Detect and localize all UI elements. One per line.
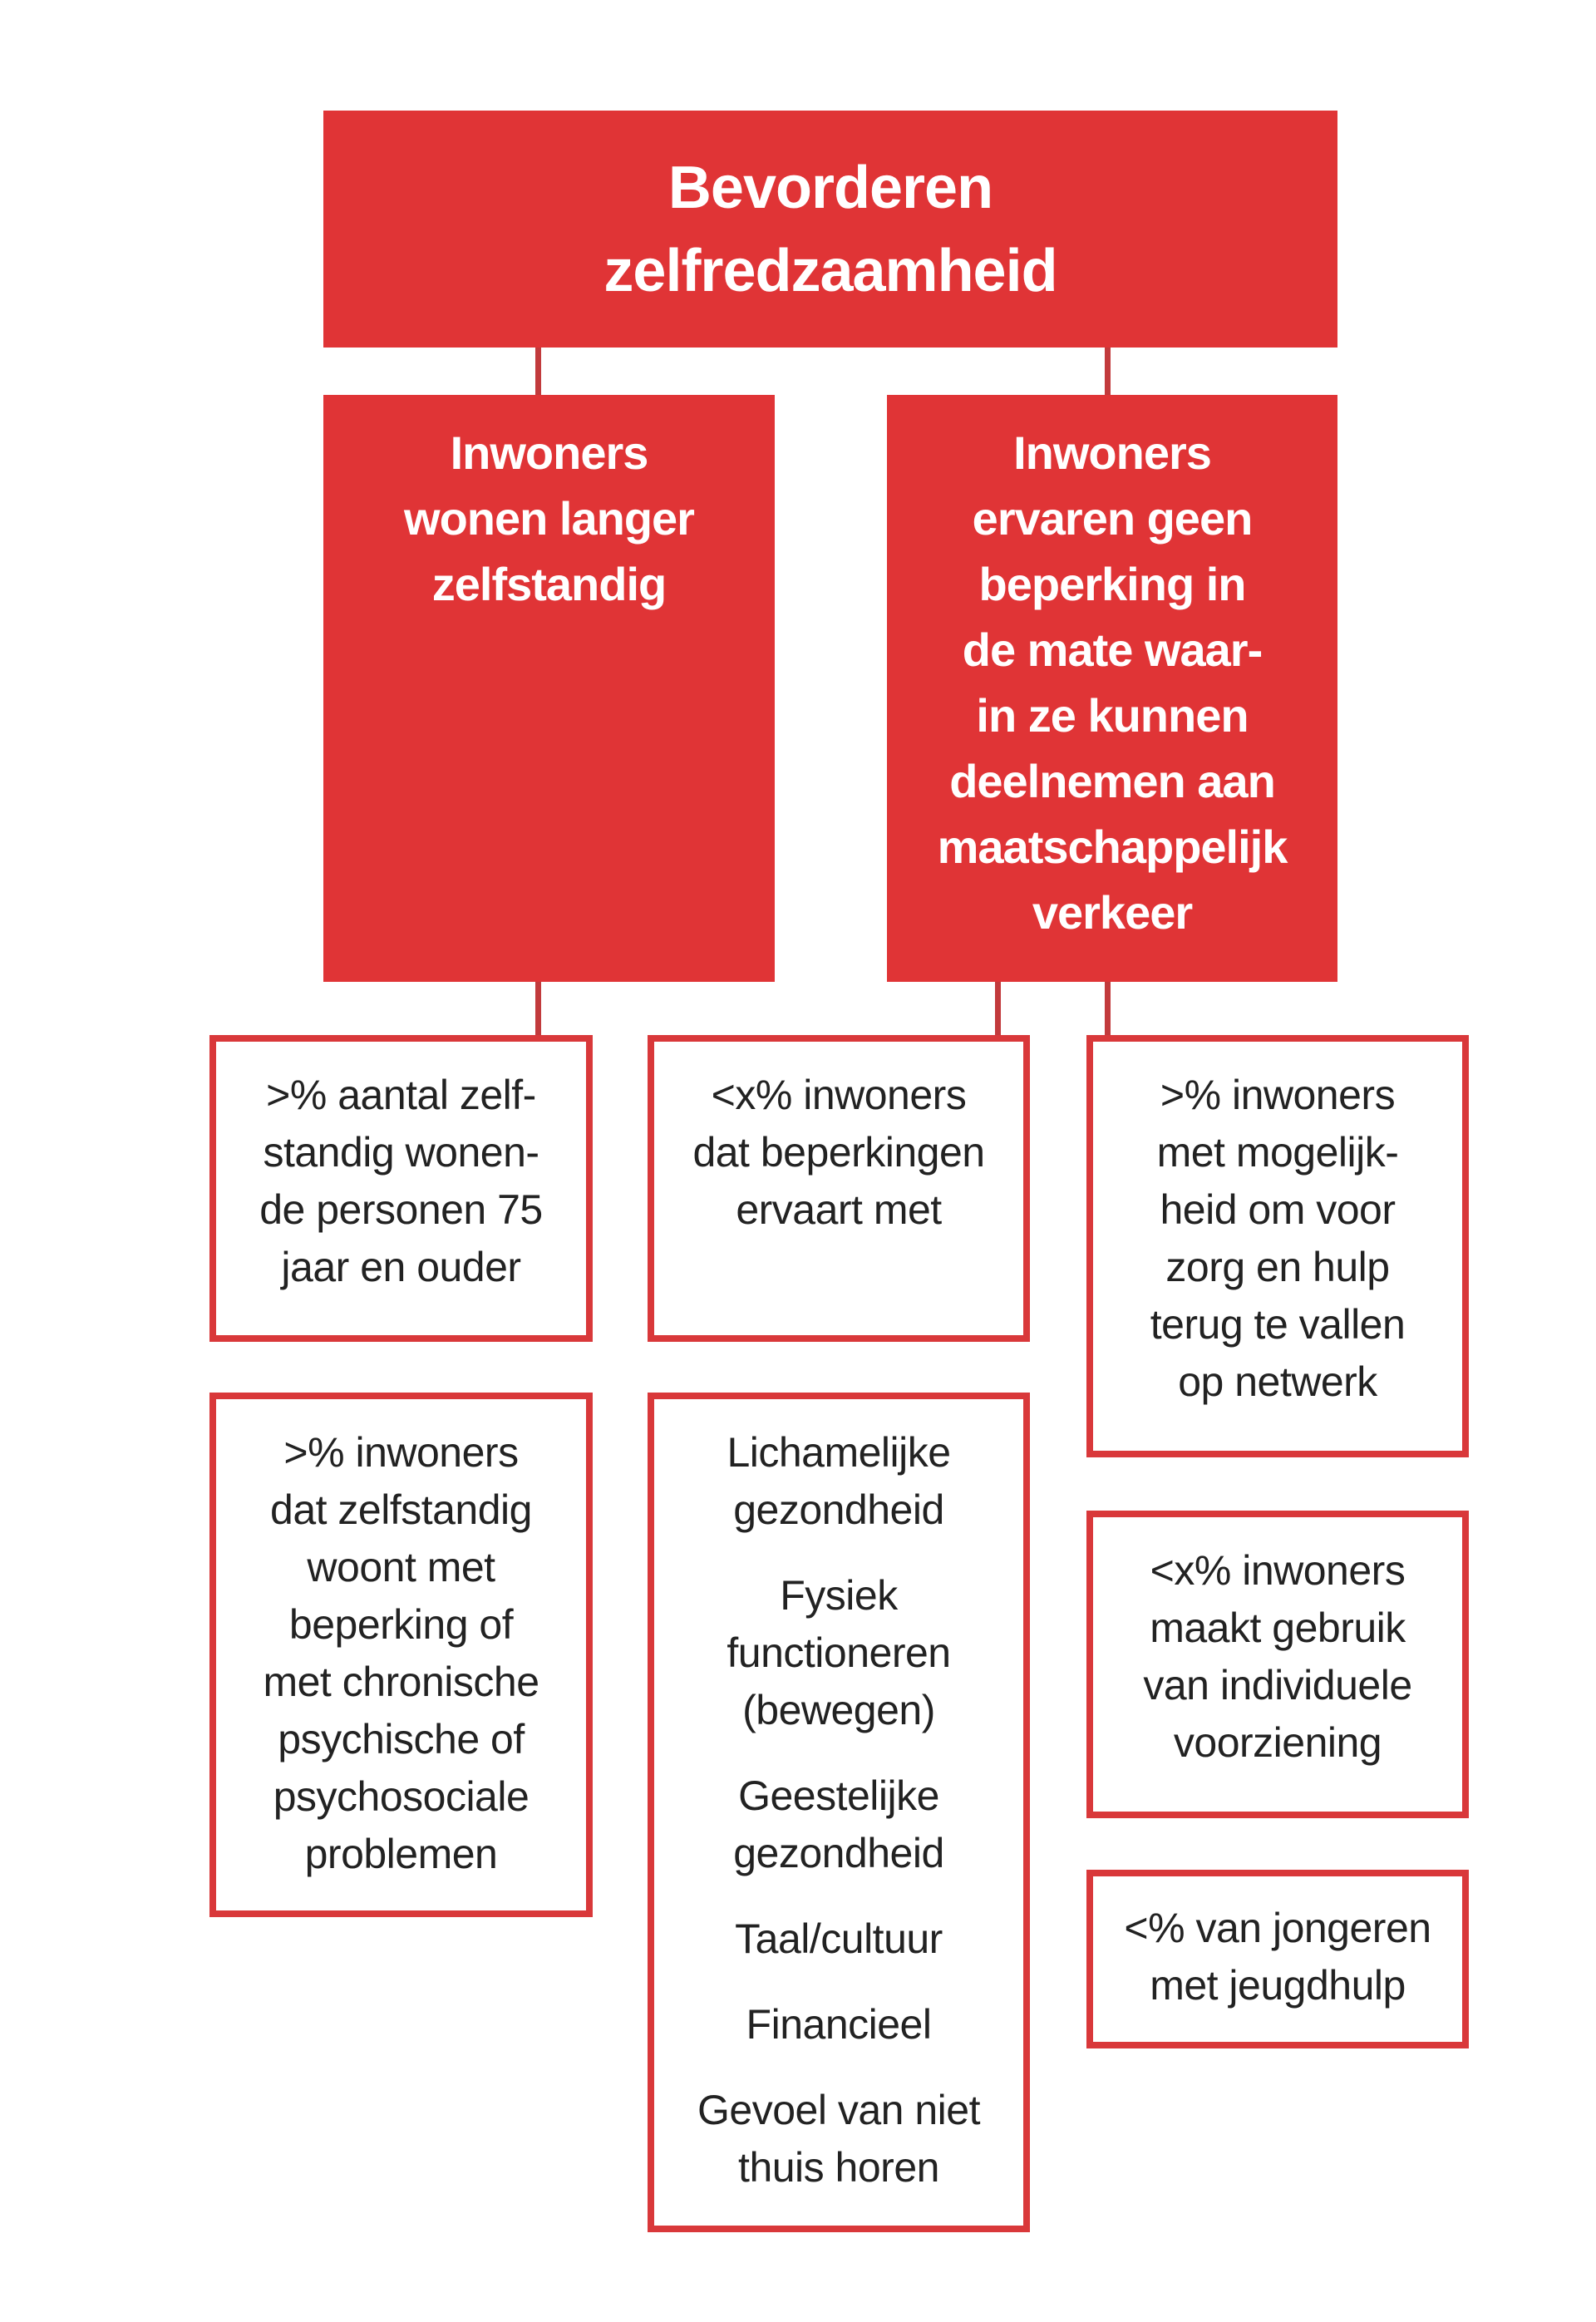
indicator-line: terug te vallen: [1150, 1301, 1406, 1348]
connector-root-left: [535, 348, 541, 395]
indicator-box-75-plus: >% aantal zelf- standig wonen- de person…: [209, 1035, 593, 1342]
indicator-line: zorg en hulp: [1165, 1244, 1390, 1290]
root-goal-box: Bevorderen zelfredzaamheid: [323, 111, 1337, 348]
domain-belonging: Gevoel van niet thuis horen: [663, 2082, 1015, 2196]
domain-physical-functioning: Fysiek functioneren (bewegen): [663, 1567, 1015, 1739]
domain-line: Financieel: [746, 2001, 932, 2048]
indicator-line: met chronische: [263, 1659, 539, 1705]
domain-line: Fysiek: [780, 1572, 898, 1619]
goal-box-participation: Inwoners ervaren geen beperking in de ma…: [887, 395, 1337, 982]
indicator-line: <x% inwoners: [1150, 1547, 1406, 1594]
indicator-line: maakt gebruik: [1150, 1605, 1406, 1651]
domain-line: (bewegen): [742, 1687, 935, 1733]
indicator-line: woont met: [307, 1544, 495, 1590]
indicator-line: psychosociale: [273, 1773, 530, 1820]
indicator-box-experienced-limitations: <x% inwoners dat beperkingen ervaart met: [648, 1035, 1030, 1342]
domain-mental-health: Geestelijke gezondheid: [663, 1767, 1015, 1882]
indicator-line: beperking of: [288, 1601, 514, 1648]
indicator-line: op netwerk: [1178, 1358, 1377, 1405]
indicator-line: ervaart met: [736, 1186, 942, 1233]
goal-line: de mate waar-: [962, 624, 1264, 676]
goal-line: deelnemen aan: [949, 755, 1276, 807]
domain-language-culture: Taal/cultuur: [663, 1910, 1015, 1968]
indicator-line: de personen 75: [259, 1186, 543, 1233]
indicator-line: standig wonen-: [263, 1129, 539, 1176]
indicator-line: >% inwoners: [283, 1429, 519, 1476]
domain-line: functioneren: [727, 1629, 951, 1676]
limitation-domains-box: Lichamelijke gezondheid Fysiek functione…: [648, 1393, 1030, 2232]
domain-line: Taal/cultuur: [735, 1915, 943, 1962]
domain-line: Gevoel van niet: [697, 2087, 980, 2133]
indicator-line: van individuele: [1143, 1662, 1412, 1708]
indicator-line: heid om voor: [1160, 1186, 1396, 1233]
indicator-line: voorziening: [1173, 1719, 1382, 1766]
connector-left-goal-indicators: [535, 982, 541, 1035]
indicator-line: >% inwoners: [1160, 1072, 1396, 1118]
indicator-line: <% van jongeren: [1124, 1905, 1431, 1951]
goal-line: Inwoners: [1013, 426, 1212, 479]
goal-box-living-independently: Inwoners wonen langer zelfstandig: [323, 395, 775, 982]
domain-physical-health: Lichamelijke gezondheid: [663, 1424, 1015, 1539]
indicator-line: problemen: [304, 1831, 498, 1877]
indicator-box-network-support: >% inwoners met mogelijk- heid om voor z…: [1086, 1035, 1469, 1457]
domain-financial: Financieel: [663, 1996, 1015, 2053]
connector-right-goal-middle: [995, 982, 1001, 1035]
goal-line: beperking in: [978, 558, 1247, 610]
goal-line: wonen langer: [404, 492, 695, 545]
goal-line: ervaren geen: [972, 492, 1254, 545]
root-line: Bevorderen: [667, 154, 993, 221]
goal-line: maatschappelijk: [937, 821, 1288, 873]
goal-line: zelfstandig: [431, 558, 667, 610]
domain-line: thuis horen: [738, 2144, 939, 2191]
indicator-line: jaar en ouder: [281, 1244, 521, 1290]
goal-line: verkeer: [1032, 886, 1193, 939]
indicator-line: dat beperkingen: [692, 1129, 985, 1176]
goal-line: in ze kunnen: [976, 689, 1249, 742]
indicator-box-youth-care: <% van jongeren met jeugdhulp: [1086, 1870, 1469, 2048]
indicator-line: met jeugdhulp: [1150, 1962, 1406, 2009]
indicator-line: <x% inwoners: [711, 1072, 967, 1118]
indicator-line: dat zelfstandig: [270, 1486, 532, 1533]
indicator-line: psychische of: [278, 1716, 525, 1762]
domain-line: Geestelijke: [738, 1772, 939, 1819]
indicator-line: met mogelijk-: [1156, 1129, 1399, 1176]
connector-root-right: [1105, 348, 1111, 395]
domain-line: gezondheid: [733, 1486, 944, 1533]
indicator-box-individual-provision: <x% inwoners maakt gebruik van individue…: [1086, 1511, 1469, 1818]
indicator-line: >% aantal zelf-: [266, 1072, 536, 1118]
connector-right-goal-right: [1105, 982, 1111, 1035]
indicator-box-living-with-disability: >% inwoners dat zelfstandig woont met be…: [209, 1393, 593, 1917]
root-line: zelfredzaamheid: [603, 237, 1057, 304]
domain-line: Lichamelijke: [727, 1429, 951, 1476]
domain-line: gezondheid: [733, 1830, 944, 1876]
goal-line: Inwoners: [450, 426, 649, 479]
